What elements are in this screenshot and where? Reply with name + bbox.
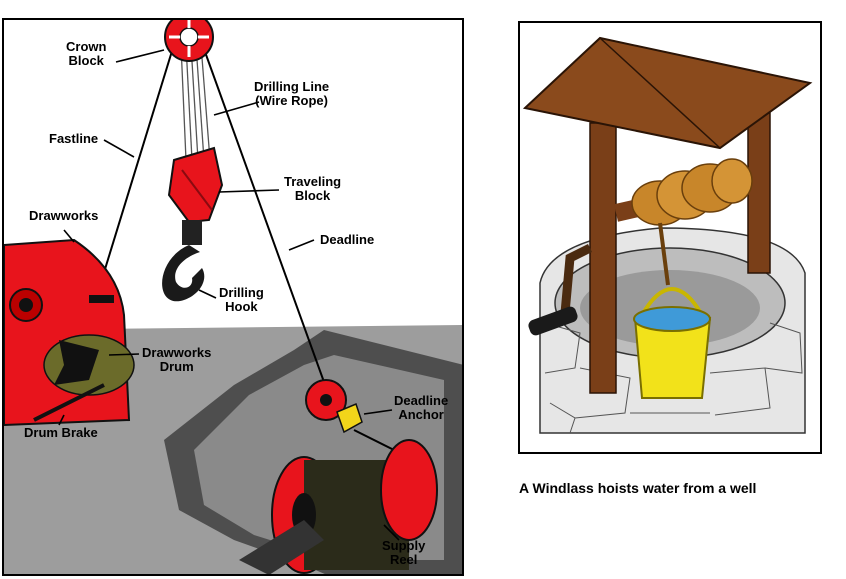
right-post bbox=[747, 112, 771, 274]
deadline-rope bbox=[199, 37, 325, 383]
well-stones bbox=[544, 322, 803, 434]
drawworks-housing bbox=[4, 238, 131, 427]
well-roof bbox=[522, 36, 813, 150]
traveling-block bbox=[167, 146, 224, 224]
drilling-hook bbox=[162, 245, 205, 302]
crank-arm bbox=[560, 243, 593, 314]
crank-handle bbox=[528, 306, 578, 336]
label-deadline: Deadline bbox=[320, 232, 375, 247]
supply-reel-flange-back bbox=[380, 439, 438, 541]
label-drilling-line: Drilling Line(Wire Rope) bbox=[254, 79, 330, 108]
fastline-rope bbox=[93, 37, 177, 306]
rope-down bbox=[658, 222, 670, 286]
label-pointers bbox=[58, 49, 400, 541]
windlass-caption: A Windlass hoists water from a well bbox=[519, 480, 757, 496]
drilling-line-ropes bbox=[180, 44, 211, 161]
label-drum-brake: Drum Brake bbox=[24, 425, 98, 440]
bucket-water bbox=[633, 306, 711, 332]
rope-coil bbox=[631, 158, 753, 226]
windlass-illustration bbox=[522, 36, 813, 434]
deadline-anchor bbox=[336, 402, 363, 434]
label-drawworks: Drawworks bbox=[29, 208, 99, 223]
bucket-handle bbox=[640, 287, 704, 317]
drum-brake-lever bbox=[33, 383, 105, 422]
drilling-rig-illustration bbox=[4, 20, 462, 574]
windlass-diagram bbox=[518, 21, 822, 454]
label-fastline: Fastline bbox=[49, 131, 99, 146]
left-post bbox=[589, 122, 617, 394]
